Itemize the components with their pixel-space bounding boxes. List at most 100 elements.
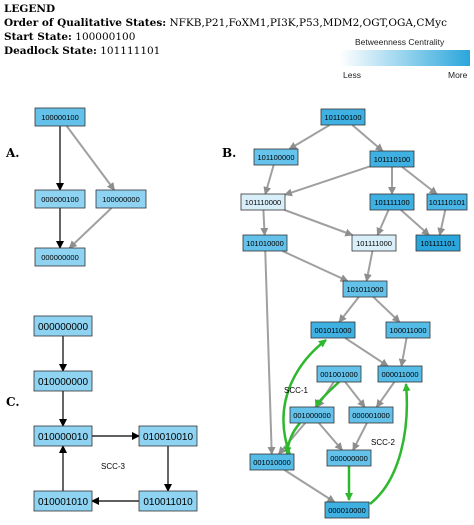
edge-b4-b7 — [260, 209, 269, 236]
legend: LEGEND Order of Qualitative States: NFKB… — [4, 2, 447, 58]
state-node-c5: 010001010 — [33, 490, 93, 512]
edge-b12-b14 — [398, 337, 408, 367]
edges-layer — [56, 124, 447, 505]
state-node-box — [369, 150, 415, 168]
colorbar-title: Betweenness Centrality — [355, 37, 445, 47]
edge-b10-b11 — [338, 296, 360, 323]
state-node-b7: 101010000 — [242, 234, 288, 252]
scc2-label: SCC-2 — [371, 438, 396, 447]
state-node-box — [351, 234, 397, 252]
state-node-box — [138, 425, 198, 447]
edge-b1-b3 — [351, 124, 384, 152]
edge-b1-b2 — [288, 124, 331, 150]
state-node-box — [240, 193, 286, 211]
state-node-b3: 101110100 — [369, 150, 415, 168]
state-node-b11: 001011000 — [310, 321, 356, 339]
edge-b14-b16 — [375, 381, 396, 408]
state-node-label: 101110000 — [245, 198, 281, 207]
state-node-box — [385, 321, 431, 339]
state-node-c6: 010011010 — [138, 490, 198, 512]
state-node-label: 010000010 — [38, 432, 88, 443]
state-node-b18: 000000000 — [326, 449, 372, 467]
legend-start: Start State: 100000100 — [4, 31, 136, 43]
state-node-label: 000000100 — [41, 195, 79, 204]
state-node-label: 010011010 — [143, 497, 193, 508]
state-node-label: 101110100 — [374, 155, 410, 164]
state-node-label: 101010000 — [246, 239, 284, 248]
state-node-label: 010000000 — [38, 377, 88, 388]
state-node-label: 100011000 — [390, 326, 427, 335]
state-node-label: 010001010 — [38, 497, 88, 508]
state-node-label: 000000000 — [41, 253, 79, 262]
state-node-b12: 100011000 — [385, 321, 431, 339]
state-node-box — [289, 406, 335, 424]
state-node-label: 000010000 — [328, 506, 366, 515]
state-node-b6: 101110101 — [426, 193, 468, 211]
state-node-b13: 001001000 — [316, 365, 362, 383]
state-node-b9: 101111101 — [415, 234, 461, 252]
edge-b7-b17 — [264, 250, 276, 455]
colorbar-less-label: Less — [343, 70, 361, 80]
state-node-b15: 001000000 — [289, 406, 335, 424]
state-node-label: 101100000 — [258, 153, 295, 162]
state-node-b19: 000010000 — [324, 501, 370, 519]
labels-layer: A. B. C. SCC-1 SCC-2 SCC-3 — [5, 146, 396, 471]
state-node-label: 010010010 — [143, 432, 193, 443]
state-node-c4: 010010010 — [138, 425, 198, 447]
state-node-a1: 100000100 — [34, 107, 86, 127]
state-node-box — [320, 108, 366, 126]
edge-b5-b8 — [376, 209, 390, 236]
state-node-box — [348, 406, 394, 424]
edge-b16-b18 — [352, 422, 368, 451]
state-node-b2: 101100000 — [253, 148, 299, 166]
state-node-box — [310, 321, 356, 339]
state-node-b5: 101111100 — [369, 193, 415, 211]
scc1-label: SCC-1 — [284, 386, 309, 395]
panel-label-b: B. — [222, 146, 236, 160]
state-node-box — [138, 490, 198, 512]
state-node-box — [34, 247, 86, 267]
state-node-label: 101111100 — [374, 198, 409, 207]
state-node-label: 000000000 — [38, 322, 88, 333]
state-node-box — [33, 425, 93, 447]
state-node-box — [324, 501, 370, 519]
edge-b5-b9 — [400, 209, 430, 236]
colorbar-gradient — [340, 50, 470, 66]
edge-b6-b9 — [437, 209, 447, 236]
state-node-b17: 001010000 — [249, 453, 295, 471]
state-node-box — [253, 148, 299, 166]
edge-b17-b11 — [282, 339, 327, 456]
state-node-b4: 101110000 — [240, 193, 286, 211]
state-node-label: 001011000 — [315, 326, 352, 335]
state-node-label: 000000000 — [330, 454, 368, 463]
state-node-label: 101011000 — [347, 285, 384, 294]
state-node-label: 101110101 — [429, 198, 465, 207]
legend-order: Order of Qualitative States: NFKB,P21,Fo… — [4, 17, 447, 29]
state-node-box — [415, 234, 461, 252]
edge-b4-b8 — [284, 209, 354, 237]
state-node-a4: 000000000 — [34, 247, 86, 267]
state-node-a3: 100000000 — [95, 189, 147, 209]
state-node-box — [316, 365, 362, 383]
state-node-box — [95, 189, 147, 209]
state-node-box — [33, 315, 93, 337]
state-node-b1: 101100100 — [320, 108, 366, 126]
state-node-b16: 000001000 — [348, 406, 394, 424]
state-node-box — [369, 193, 415, 211]
edge-b15-b17 — [278, 422, 306, 455]
panel-label-a: A. — [5, 146, 20, 160]
state-node-label: 000001000 — [352, 411, 390, 420]
state-node-b8: 101111000 — [351, 234, 397, 252]
edge-b15-b17 — [283, 422, 301, 455]
edge-b13-b15 — [314, 381, 340, 408]
state-node-label: 000011000 — [382, 370, 419, 379]
edge-a3-a4 — [68, 207, 113, 249]
state-node-label: 100000000 — [102, 195, 140, 204]
state-node-box — [33, 370, 93, 392]
state-node-box — [33, 490, 93, 512]
state-node-label: 001010000 — [253, 458, 291, 467]
state-node-c2: 010000000 — [33, 370, 93, 392]
state-node-box — [34, 107, 86, 127]
state-node-a2: 000000100 — [34, 189, 86, 209]
